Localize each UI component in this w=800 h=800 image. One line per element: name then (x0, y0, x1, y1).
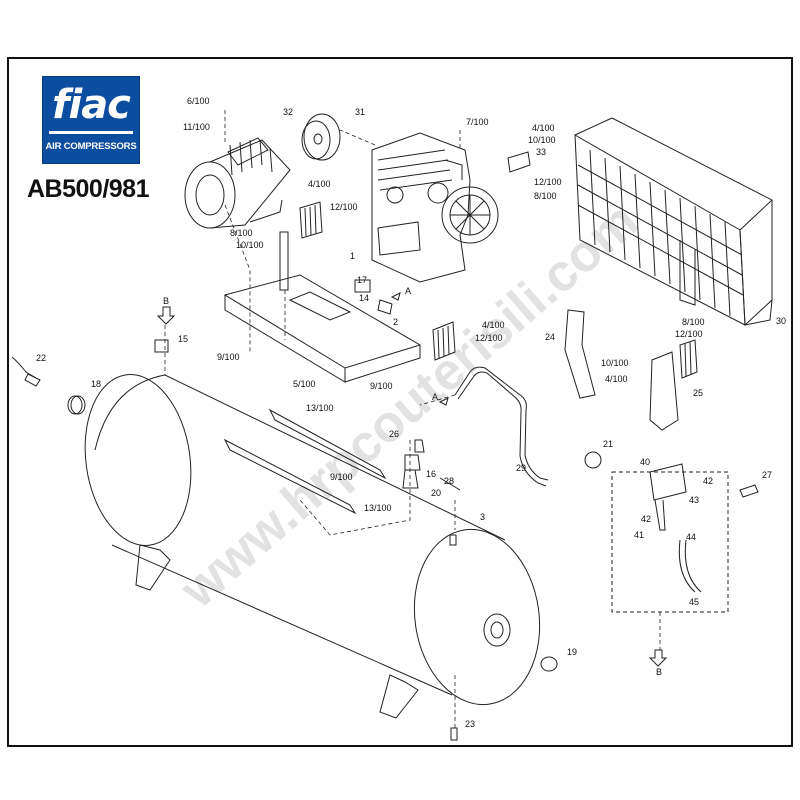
vent-plate-a (299, 201, 323, 239)
compressor-pump (371, 132, 499, 283)
bracket-24 (564, 309, 596, 399)
part-label: 20 (431, 488, 441, 498)
delivery-pipe (454, 366, 549, 487)
base-plate (223, 231, 422, 383)
part-label: 5/100 (293, 379, 316, 389)
part-label: 6/100 (187, 96, 210, 106)
vent-plate-b (432, 321, 456, 361)
logo-stripe (49, 131, 133, 134)
part-label: 26 (389, 429, 399, 439)
part-label: B (163, 296, 169, 306)
pressure-switch-box (584, 451, 759, 613)
part-label: 18 (91, 379, 101, 389)
part-label: 10/100 (236, 240, 264, 250)
part-label: 41 (634, 530, 644, 540)
part-label: 8/100 (230, 228, 253, 238)
part-label: 14 (359, 293, 369, 303)
part-label: 9/100 (370, 381, 393, 391)
part-label: 33 (536, 147, 546, 157)
part-label: A (405, 286, 411, 296)
part-label: 11/100 (183, 122, 210, 132)
part-label: 12/100 (534, 177, 562, 187)
part-label: 12/100 (675, 329, 703, 339)
part-label: 27 (762, 470, 772, 480)
part-label: 8/100 (534, 191, 557, 201)
fiac-logo: fiac AIR COMPRESSORS (42, 76, 140, 164)
part-label: 24 (545, 332, 555, 342)
part-label: 42 (703, 476, 713, 486)
tank-brackets (223, 408, 387, 515)
part-label: 23 (465, 719, 475, 729)
part-label: 9/100 (217, 352, 240, 362)
part-label: 2 (393, 317, 398, 327)
part-label: 42 (641, 514, 651, 524)
part-label: 31 (355, 107, 365, 117)
part-label: 8/100 (682, 317, 705, 327)
part-label: 28 (444, 476, 454, 486)
part-label: 43 (689, 495, 699, 505)
part-label: 13/100 (306, 403, 334, 413)
part-label: 32 (283, 107, 293, 117)
part-label: 4/100 (308, 179, 331, 189)
logo-subtitle: AIR COMPRESSORS (45, 141, 137, 152)
watermark-text: www.hrpcouterisili.com (169, 192, 649, 620)
part-label: 1 (350, 251, 355, 261)
pulley (301, 113, 341, 161)
part-label: 3 (480, 512, 485, 522)
part-label: 17 (357, 275, 367, 285)
part-label: 7/100 (466, 117, 489, 127)
part-label: 9/100 (330, 472, 353, 482)
part-label: 4/100 (532, 123, 555, 133)
part-label: 10/100 (528, 135, 556, 145)
part-label-group: 6/100 11/100 32 31 7/100 4/100 10/100 33… (36, 96, 786, 729)
tank-foot-right (379, 674, 419, 719)
part-label: 40 (640, 457, 650, 467)
part-label: 19 (567, 647, 577, 657)
tank-foot-left (135, 544, 171, 591)
part-label: 16 (426, 469, 436, 479)
part-label: 44 (686, 532, 696, 542)
bracket-25 (649, 351, 679, 431)
electric-motor (184, 137, 291, 229)
part-label: 12/100 (330, 202, 358, 212)
belt-guard (574, 117, 773, 326)
leader-dashes (164, 110, 661, 728)
part-label: 13/100 (364, 503, 392, 513)
air-tank (84, 374, 541, 706)
part-label: 22 (36, 353, 46, 363)
view-arrows (156, 292, 668, 667)
part-label: B (656, 667, 662, 677)
part-label: 15 (178, 334, 188, 344)
part-label: 4/100 (605, 374, 628, 384)
drawing-frame (7, 57, 793, 747)
part-label: 21 (603, 439, 613, 449)
part-label: 25 (693, 388, 703, 398)
part-label: 30 (776, 316, 786, 326)
part-label: 10/100 (601, 358, 629, 368)
clip-33 (507, 151, 531, 173)
part-label: 29 (516, 463, 526, 473)
part-label: 12/100 (475, 333, 503, 343)
part-label: A (432, 392, 438, 402)
model-title: AB500/981 (27, 175, 149, 203)
part-label: 4/100 (482, 320, 505, 330)
logo-wordmark: fiac (52, 82, 131, 128)
part-label: 45 (689, 597, 699, 607)
vent-plate-c (679, 339, 698, 379)
